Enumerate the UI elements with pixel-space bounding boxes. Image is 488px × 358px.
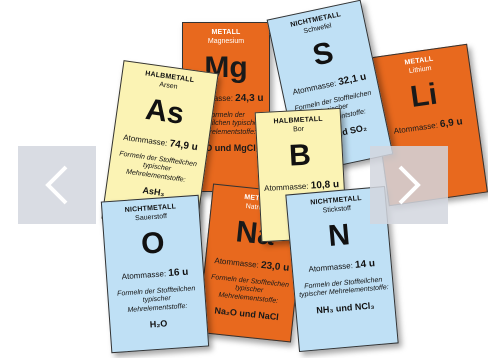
card-molecules: H₂O (149, 318, 168, 330)
card-molecules: MgO und MgCl₂ (192, 143, 260, 154)
card-mass: Atommasse: 16 u (121, 266, 189, 282)
card-mass: Atommasse: 23,0 u (214, 256, 290, 274)
card-formula-label: Formeln der Stoffteilchen typischer Mehr… (191, 112, 261, 136)
chevron-right-icon (398, 165, 421, 205)
card-category: METALL (211, 29, 241, 36)
card-formula-label: Formeln der Stoffteilchen typischer Mehr… (210, 273, 290, 305)
carousel-stage: METALL Lithium Li Atommasse: 6,9 u METAL… (18, 0, 488, 354)
card-symbol: Li (408, 77, 440, 114)
card-formula-label: Formeln der Stoffteilchen typischer Mehr… (298, 276, 390, 300)
card-element-name: Magnesium (207, 38, 245, 45)
card-symbol: O (140, 226, 166, 261)
carousel-next-button[interactable] (370, 146, 448, 224)
carousel-prev-button[interactable] (18, 146, 96, 224)
card-molecules: NH₃ und NCl₃ (315, 300, 375, 316)
card-mass: Atommasse: 6,9 u (393, 116, 464, 136)
card-molecules: Na₂O und NaCl (214, 305, 280, 323)
card-sauerstoff: NICHTMETALL Sauerstoff O Atommasse: 16 u… (100, 194, 210, 354)
card-mass: Atommasse: 14 u (308, 258, 376, 274)
card-formula-label: Formeln der Stoffteilchen typischer Mehr… (116, 285, 196, 314)
chevron-left-icon (45, 165, 68, 205)
card-symbol: As (143, 92, 187, 131)
card-symbol: B (288, 138, 312, 173)
